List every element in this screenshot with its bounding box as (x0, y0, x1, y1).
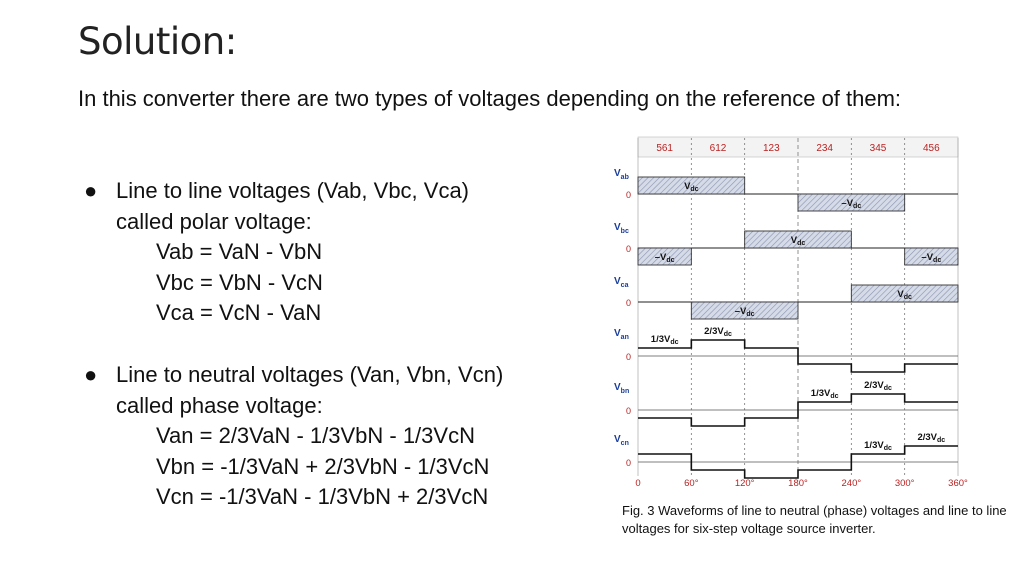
zero-label: 0 (626, 352, 631, 362)
level-label: 2/3Vdc (864, 380, 892, 392)
phase-waveform (638, 445, 958, 479)
equation: Vca = VcN - VaN (156, 300, 322, 325)
pulse-label: Vdc (897, 289, 912, 301)
row-label: Vca (614, 276, 629, 289)
pulse-label: –Vdc (655, 252, 675, 264)
level-label: 1/3Vdc (811, 388, 839, 400)
sector-label: 456 (923, 143, 940, 154)
level-label: 1/3Vdc (864, 440, 892, 452)
phase-waveform (638, 393, 958, 427)
equation: Vbc = VbN - VcN (156, 269, 323, 295)
row-label: Vcn (614, 434, 629, 447)
pulse-label: –Vdc (921, 252, 941, 264)
row-label: Vbn (614, 382, 629, 395)
bullet-heading: Line to neutral voltages (Van, Vbn, Vcn) (116, 362, 504, 387)
slide-title: Solution: (78, 20, 237, 63)
row-label: Vbc (614, 222, 629, 235)
bullet-dot: ● (84, 178, 98, 203)
sector-label: 345 (870, 143, 887, 154)
zero-label: 0 (626, 406, 631, 416)
pulse-label: Vdc (791, 235, 806, 247)
bullet-subheading: called phase voltage: (116, 392, 323, 418)
voltage-pulse (637, 176, 746, 195)
pulse-label: –Vdc (735, 306, 755, 318)
level-label: 2/3Vdc (704, 326, 732, 338)
equation: Van = 2/3VaN - 1/3VbN - 1/3VcN (156, 423, 475, 448)
pulse-label: Vdc (684, 181, 699, 193)
angle-label: 180° (788, 478, 808, 489)
angle-label: 120° (735, 478, 755, 489)
equation: Vab = VaN - VbN (156, 239, 323, 264)
sector-label: 612 (710, 143, 727, 154)
voltage-pulse (797, 193, 906, 212)
equation: Vcn = -1/3VaN - 1/3VbN + 2/3VcN (156, 484, 489, 509)
row-label: Vab (614, 168, 629, 181)
sector-label: 234 (816, 143, 833, 154)
zero-label: 0 (626, 298, 631, 308)
angle-label: 0 (635, 478, 640, 489)
zero-label: 0 (626, 458, 631, 468)
bullet-subheading: called polar voltage: (116, 208, 312, 234)
angle-label: 60° (684, 478, 699, 489)
intro-text: In this converter there are two types of… (78, 86, 902, 111)
sector-label: 123 (763, 143, 780, 154)
figure-caption: Fig. 3 Waveforms of line to neutral (pha… (622, 503, 1007, 536)
row-label: Van (614, 328, 629, 341)
pulse-label: –Vdc (841, 198, 861, 210)
zero-label: 0 (626, 190, 631, 200)
equation: Vbn = -1/3VaN + 2/3VbN - 1/3VcN (156, 453, 490, 479)
zero-label: 0 (626, 244, 631, 254)
bullet-dot: ● (84, 362, 98, 387)
voltage-pulse (850, 284, 959, 303)
angle-label: 360° (948, 478, 968, 489)
sector-label: 561 (656, 143, 673, 154)
angle-label: 300° (895, 478, 915, 489)
level-label: 1/3Vdc (651, 334, 679, 346)
voltage-pulse (637, 247, 692, 266)
level-label: 2/3Vdc (917, 432, 945, 444)
voltage-pulse (904, 247, 959, 266)
voltage-pulse (744, 230, 852, 249)
voltage-pulse (690, 301, 799, 320)
phase-waveform (638, 339, 958, 373)
angle-label: 240° (842, 478, 862, 489)
bullet-heading: Line to line voltages (Vab, Vbc, Vca) (116, 178, 470, 203)
